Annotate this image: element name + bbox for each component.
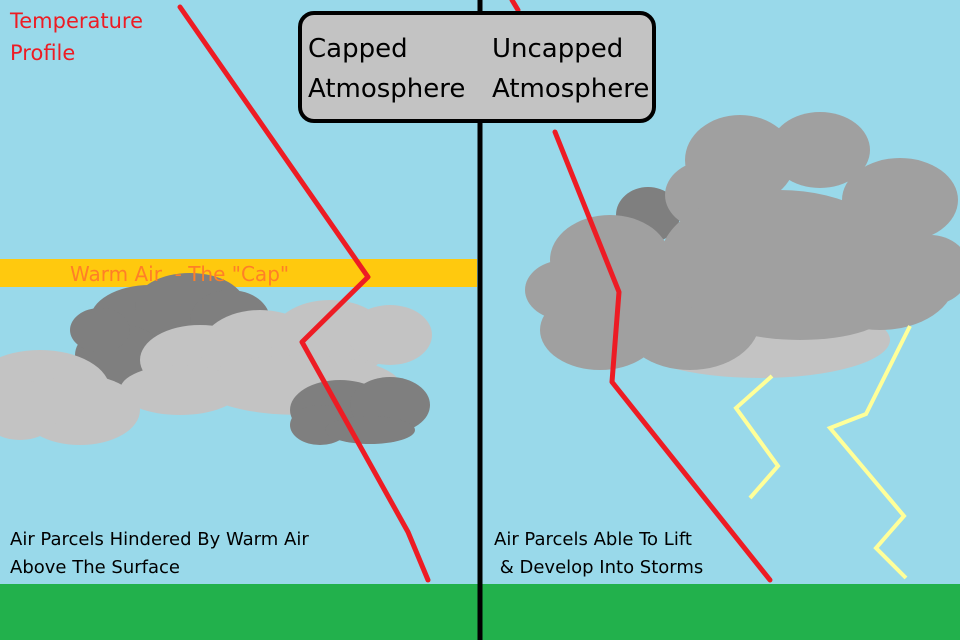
lightning-icon [826,325,912,580]
right-caption: Air Parcels Able To Lift & Develop Into … [494,529,704,578]
lightning-icon [733,374,781,500]
storm-cloud-icon [525,112,960,378]
cloud-icon [0,300,432,445]
capped-atmosphere-label: Capped Atmosphere [308,34,466,104]
warm-air-cap-label: Warm Air - The "Cap" [70,262,290,286]
left-caption: Air Parcels Hindered By Warm Air Above T… [10,529,309,578]
temperature-profile-left [177,4,431,583]
atmosphere-sign: Capped Atmosphere Uncapped Atmosphere [298,11,656,123]
dark-cloud-icon [290,377,430,445]
warm-air-cap-band [0,259,477,287]
dark-cloud-icon [70,273,270,385]
temperature-profile-right [552,129,773,583]
uncapped-atmosphere-label: Uncapped Atmosphere [492,34,650,104]
temperature-profile-label: Temperature Profile [10,9,144,65]
temperature-profile-right-top [509,0,521,13]
